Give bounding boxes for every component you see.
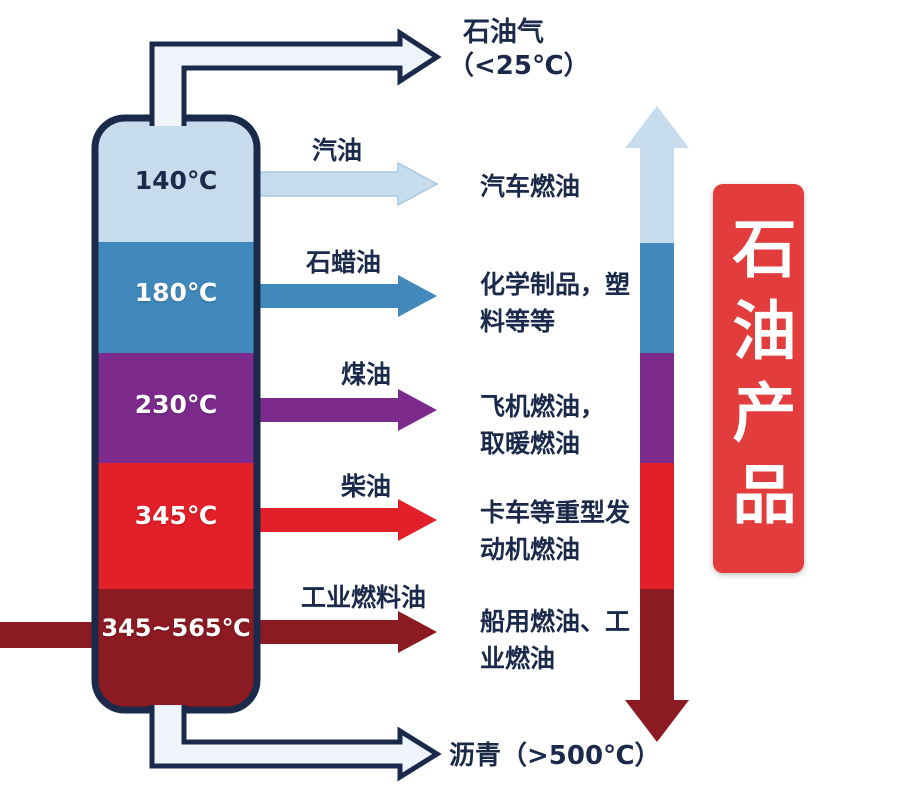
diesel-pipe-arrow xyxy=(252,499,437,541)
arrow-seg-gasoline xyxy=(640,147,674,243)
use-fuel-oil: 船用燃油、工 业燃油 xyxy=(480,607,631,673)
kerosene-pipe-arrow xyxy=(252,389,437,431)
arrow-down-head xyxy=(625,700,689,742)
column-sections xyxy=(95,118,257,710)
section-gasoline xyxy=(95,118,257,242)
use-gasoline: 汽车燃油 xyxy=(480,172,581,201)
temp-230: 230℃ xyxy=(134,390,218,419)
temp-180: 180℃ xyxy=(134,278,218,307)
temp-140: 140℃ xyxy=(134,166,218,195)
asphalt-pipe-outline xyxy=(149,705,442,782)
use-diesel: 卡车等重型发 动机燃油 xyxy=(480,498,631,564)
petroleum-gas-pipe-fill xyxy=(152,33,437,126)
temp-345: 345℃ xyxy=(134,501,218,530)
top-output-temp: （<25℃） xyxy=(448,51,590,81)
gasoline-pipe-arrow xyxy=(251,161,439,207)
bottom-output-name: 沥青（>500℃） xyxy=(449,741,661,771)
petroleum-gas-pipe-outline xyxy=(149,28,442,126)
asphalt-pipe-fill xyxy=(152,705,437,777)
arrow-up-head xyxy=(625,106,689,148)
diagram-title: 石油产品 xyxy=(721,214,796,543)
product-gasoline: 汽油 xyxy=(312,136,363,165)
section-fuel-oil xyxy=(95,589,257,710)
paraffin-pipe-arrow xyxy=(252,275,437,317)
product-diesel: 柴油 xyxy=(341,472,392,501)
product-fuel-oil: 工业燃料油 xyxy=(301,583,427,612)
temp-345-565: 345~565℃ xyxy=(101,614,251,642)
section-diesel xyxy=(95,463,257,589)
temperature-gradient-arrow xyxy=(625,106,689,742)
use-paraffin: 化学制品，塑 料等等 xyxy=(480,270,631,336)
title-box: 石油产品 xyxy=(713,184,804,573)
product-kerosene: 煤油 xyxy=(341,360,392,389)
arrow-seg-kerosene xyxy=(640,353,674,463)
section-kerosene xyxy=(95,353,257,463)
arrow-seg-paraffin xyxy=(640,243,674,353)
product-paraffin: 石蜡油 xyxy=(306,248,382,277)
use-kerosene: 飞机燃油， 取暖燃油 xyxy=(480,392,606,458)
crude-feed-pipe xyxy=(0,622,104,648)
fuel-oil-pipe-arrow xyxy=(252,611,437,653)
section-paraffin xyxy=(95,242,257,353)
top-output-name: 石油气 xyxy=(463,17,544,48)
arrow-seg-diesel xyxy=(640,463,674,589)
arrow-seg-fuel-oil xyxy=(640,589,674,701)
